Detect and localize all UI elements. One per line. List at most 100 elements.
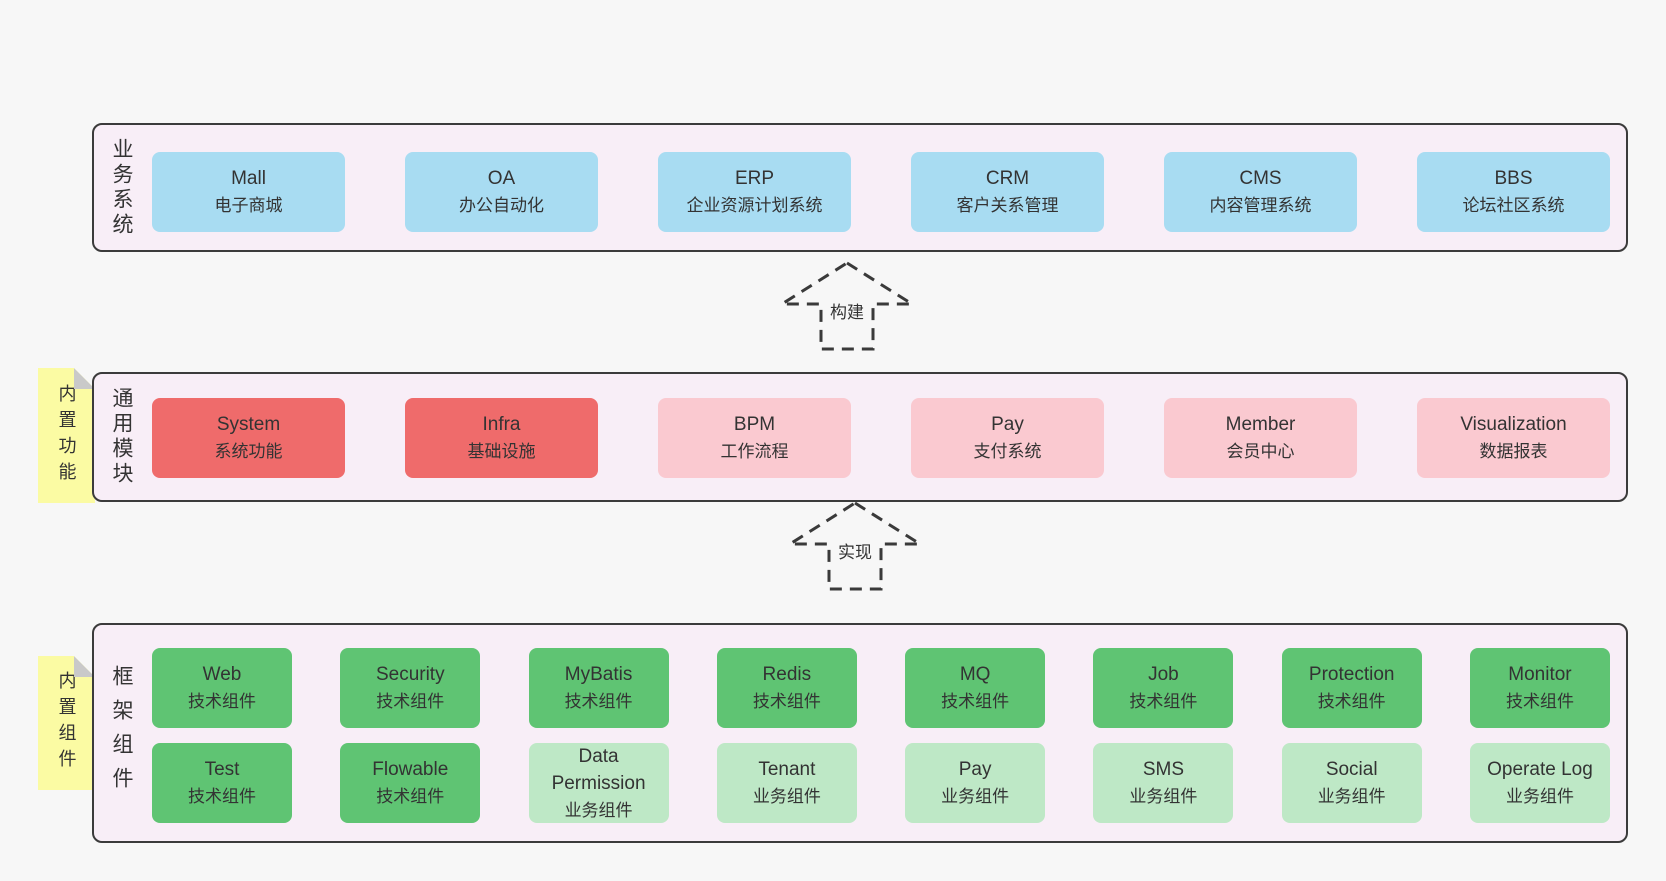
- box-title: CRM: [985, 168, 1030, 189]
- box-title: Visualization: [1460, 414, 1567, 435]
- box-title: CMS: [1239, 168, 1282, 189]
- sticky-note-built-in-components: 内置组件: [38, 656, 95, 790]
- box-subtitle: 技术组件: [188, 787, 256, 806]
- box-title: SMS: [1142, 759, 1184, 780]
- box-subtitle: 数据报表: [1479, 442, 1548, 461]
- implement-arrow: 实现: [780, 500, 930, 592]
- box-title: MyBatis: [564, 664, 633, 685]
- box-subtitle: 技术组件: [1317, 692, 1386, 711]
- box-subtitle: 支付系统: [973, 442, 1042, 461]
- box-monitor: Monitor 技术组件: [1469, 648, 1610, 728]
- box-title: Monitor: [1508, 664, 1572, 685]
- section-vertical-label: 通用模块: [110, 387, 133, 487]
- box-member: Member 会员中心: [1164, 398, 1357, 478]
- box-web: Web 技术组件: [152, 648, 292, 728]
- arrow-label: 实现: [834, 536, 876, 565]
- box-subtitle: 业务组件: [1129, 787, 1198, 806]
- box-bbs: BBS 论坛社区系统: [1417, 152, 1610, 232]
- box-pay-system: Pay 支付系统: [911, 398, 1104, 478]
- box-sms: SMS 业务组件: [1093, 743, 1234, 823]
- box-system: System 系统功能: [152, 398, 345, 478]
- box-subtitle: 办公自动化: [459, 196, 544, 215]
- sticky-label: 内置功能: [56, 383, 77, 488]
- box-subtitle: 客户关系管理: [956, 196, 1059, 215]
- sticky-note-built-in-features: 内置功能: [38, 368, 95, 503]
- box-oa: OA 办公自动化: [405, 152, 598, 232]
- box-title: Job: [1148, 664, 1179, 685]
- box-mq: MQ 技术组件: [905, 648, 1046, 728]
- box-row: System 系统功能 Infra 基础设施 BPM 工作流程 Pay 支付系统 Mem…: [152, 398, 1610, 478]
- box-title: ERP: [734, 168, 775, 189]
- box-subtitle: 业务组件: [752, 787, 821, 806]
- box-title: Pay: [991, 414, 1024, 435]
- box-pay-component: Pay 业务组件: [905, 743, 1046, 823]
- box-title: Member: [1225, 414, 1296, 435]
- box-cms: CMS 内容管理系统: [1164, 152, 1357, 232]
- box-job: Job 技术组件: [1093, 648, 1234, 728]
- box-title: Operate Log: [1487, 759, 1593, 780]
- box-subtitle: 电子商城: [214, 196, 283, 215]
- box-subtitle: 技术组件: [564, 692, 633, 711]
- section-vertical-label: 业务系统: [110, 137, 133, 238]
- box-subtitle: 技术组件: [941, 692, 1010, 711]
- box-subtitle: 企业资源计划系统: [686, 196, 823, 215]
- box-title: System: [216, 414, 281, 435]
- box-title: Infra: [482, 414, 521, 435]
- box-title: Web: [202, 664, 242, 685]
- box-title: Security: [375, 664, 445, 685]
- box-row: Mall 电子商城 OA 办公自动化 ERP 企业资源计划系统 CRM 客户关系管理 C…: [152, 152, 1610, 232]
- box-title: Mall: [231, 168, 266, 189]
- box-subtitle: 技术组件: [752, 692, 821, 711]
- up-arrow-icon: [784, 501, 926, 591]
- box-subtitle: 技术组件: [376, 692, 445, 711]
- sticky-label: 内置组件: [56, 671, 77, 775]
- box-title: Social: [1325, 759, 1378, 780]
- section-framework-components: 框架组件 Web 技术组件 Security 技术组件 MyBatis 技术组件 Re…: [92, 623, 1628, 843]
- box-subtitle: 业务组件: [941, 787, 1010, 806]
- box-infra: Infra 基础设施: [405, 398, 598, 478]
- box-subtitle: 技术组件: [1505, 692, 1574, 711]
- box-title: Flowable: [372, 759, 449, 780]
- box-title: BPM: [733, 414, 776, 435]
- box-subtitle: 系统功能: [214, 442, 283, 461]
- box-bpm: BPM 工作流程: [658, 398, 851, 478]
- box-mybatis: MyBatis 技术组件: [528, 648, 669, 728]
- box-subtitle: 论坛社区系统: [1462, 196, 1565, 215]
- build-arrow: 构建: [772, 260, 922, 352]
- box-title: Protection: [1308, 664, 1395, 685]
- box-title: OA: [487, 168, 516, 189]
- section-vertical-label: 框架组件: [110, 665, 133, 801]
- box-subtitle: 业务组件: [564, 800, 633, 820]
- box-subtitle: 技术组件: [188, 692, 256, 711]
- box-operate-log: Operate Log 业务组件: [1469, 743, 1610, 823]
- box-subtitle: 技术组件: [1129, 692, 1198, 711]
- arrow-label: 构建: [826, 296, 868, 325]
- box-flowable: Flowable 技术组件: [340, 743, 481, 823]
- box-data-permission: Data Permission 业务组件: [528, 743, 669, 823]
- box-subtitle: 会员中心: [1226, 442, 1295, 461]
- box-erp: ERP 企业资源计划系统: [658, 152, 851, 232]
- box-title: BBS: [1494, 168, 1533, 189]
- box-protection: Protection 技术组件: [1281, 648, 1422, 728]
- box-subtitle: 内容管理系统: [1209, 196, 1312, 215]
- box-title: Pay: [958, 759, 992, 780]
- section-business-systems: 业务系统 Mall 电子商城 OA 办公自动化 ERP 企业资源计划系统 CRM 客户关…: [92, 123, 1628, 252]
- box-title: MQ: [959, 664, 991, 685]
- box-mall: Mall 电子商城: [152, 152, 345, 232]
- box-title: Data Permission: [551, 745, 646, 794]
- section-common-modules: 通用模块 System 系统功能 Infra 基础设施 BPM 工作流程 Pay 支付系…: [92, 372, 1628, 502]
- box-subtitle: 工作流程: [720, 442, 789, 461]
- box-crm: CRM 客户关系管理: [911, 152, 1104, 232]
- up-arrow-icon: [776, 261, 918, 351]
- box-subtitle: 业务组件: [1505, 787, 1574, 806]
- box-subtitle: 基础设施: [467, 442, 536, 461]
- box-visualization: Visualization 数据报表: [1417, 398, 1610, 478]
- box-subtitle: 技术组件: [376, 787, 445, 806]
- box-title: Tenant: [758, 759, 816, 780]
